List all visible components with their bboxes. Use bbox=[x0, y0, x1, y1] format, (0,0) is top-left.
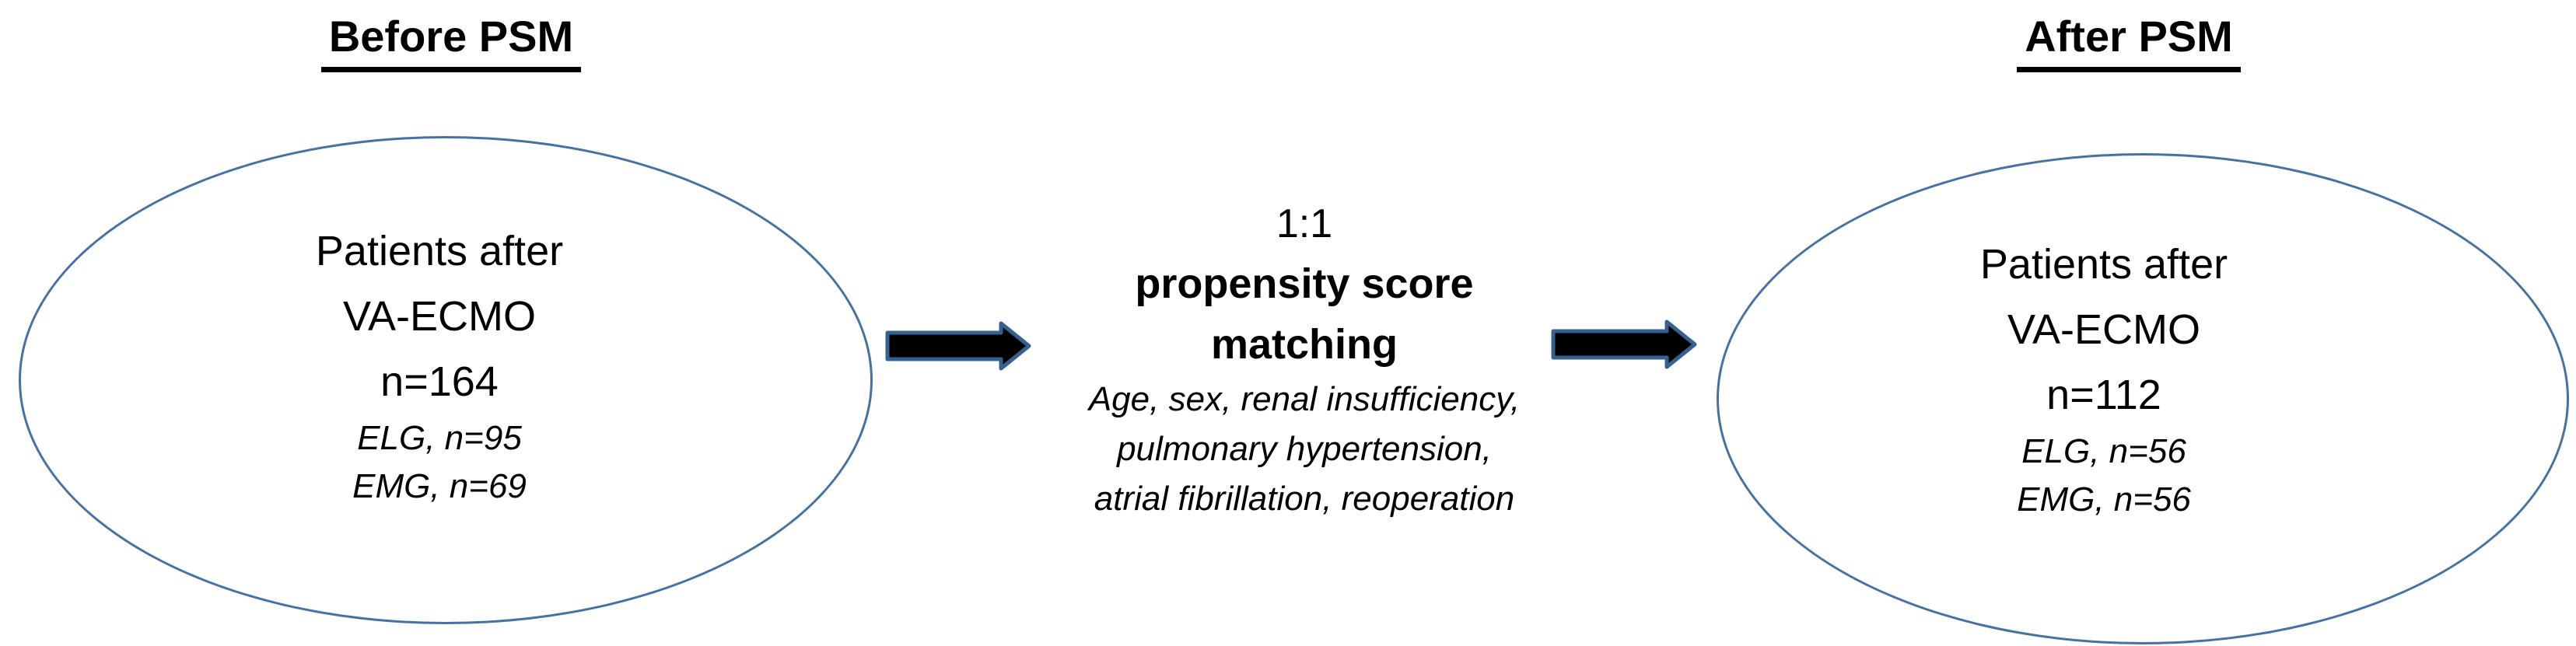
matching-title-line: propensity score bbox=[1135, 260, 1474, 307]
cohort-line: VA-ECMO bbox=[342, 293, 536, 340]
right-arrow-icon bbox=[885, 321, 1031, 371]
subgroup-emg-count: EMG, n=69 bbox=[352, 467, 527, 505]
before-psm-cohort-text: Patients after VA-ECMO n=164 ELG, n=95 E… bbox=[89, 218, 789, 511]
matching-ratio: 1:1 bbox=[1276, 201, 1333, 246]
after-psm-cohort-text: Patients after VA-ECMO n=112 ELG, n=56 E… bbox=[1754, 232, 2454, 524]
matching-criteria-line: Age, sex, renal insufficiency, bbox=[1088, 380, 1521, 418]
cohort-line: Patients after bbox=[315, 228, 564, 274]
matching-criteria-line: pulmonary hypertension, bbox=[1117, 430, 1492, 468]
subgroup-emg-count: EMG, n=56 bbox=[2017, 480, 2191, 519]
before-psm-title: Before PSM bbox=[179, 9, 723, 72]
cohort-line: Patients after bbox=[1979, 241, 2228, 288]
before-psm-ellipse bbox=[19, 136, 873, 624]
cohort-count: n=164 bbox=[380, 358, 499, 405]
cohort-line: VA-ECMO bbox=[2007, 306, 2200, 353]
before-psm-title-text: Before PSM bbox=[320, 9, 582, 72]
subgroup-elg-count: ELG, n=95 bbox=[357, 419, 522, 457]
after-psm-ellipse bbox=[1717, 153, 2569, 644]
cohort-count: n=112 bbox=[2046, 372, 2161, 418]
right-arrow-shape bbox=[1551, 320, 1697, 369]
matching-criteria-line: atrial fibrillation, reoperation bbox=[1094, 480, 1515, 518]
right-arrow-icon bbox=[1551, 320, 1697, 369]
right-arrow-shape bbox=[885, 321, 1031, 371]
subgroup-elg-count: ELG, n=56 bbox=[2021, 432, 2186, 470]
after-psm-title: After PSM bbox=[1857, 9, 2401, 72]
matching-title-line: matching bbox=[1210, 321, 1398, 368]
matching-description: 1:1 propensity score matching Age, sex, … bbox=[954, 194, 1654, 524]
after-psm-title-text: After PSM bbox=[2017, 9, 2241, 72]
